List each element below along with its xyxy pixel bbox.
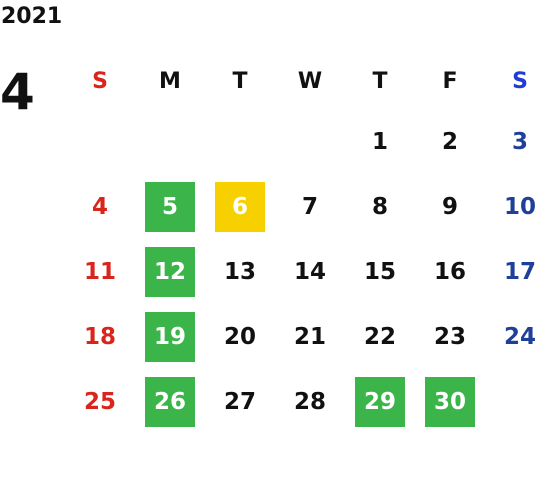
day-number: 21: [293, 323, 326, 350]
day-cell: 22: [345, 304, 415, 369]
day-cell: 15: [345, 239, 415, 304]
day-cell: 29: [345, 369, 415, 434]
day-number: 26: [145, 376, 195, 427]
weekday-header-tue: T: [232, 69, 248, 94]
day-cell: 19: [135, 304, 205, 369]
day-number: 14: [293, 258, 326, 285]
day-cell: 26: [135, 369, 205, 434]
day-cell: 30: [415, 369, 485, 434]
day-number: 24: [503, 323, 536, 350]
day-cell: 4: [65, 174, 135, 239]
weekday-header-thu: T: [372, 69, 388, 94]
day-number: 1: [371, 128, 388, 155]
weekday-header-wed: W: [297, 69, 323, 94]
day-cell: 2: [415, 109, 485, 174]
weekday-header-sat: S: [512, 69, 528, 94]
weekday-header-mon: M: [159, 69, 181, 94]
day-cell: 5: [135, 174, 205, 239]
day-cell: 6: [205, 174, 275, 239]
day-number: 3: [511, 128, 528, 155]
day-number: 11: [83, 258, 116, 285]
empty-cell: [135, 109, 205, 174]
day-number: 22: [363, 323, 396, 350]
day-number: 30: [425, 376, 475, 427]
day-number: 2: [441, 128, 458, 155]
day-number: 9: [441, 193, 458, 220]
day-number: 20: [223, 323, 256, 350]
day-number: 12: [145, 246, 195, 297]
day-cell: 20: [205, 304, 275, 369]
day-cell: 16: [415, 239, 485, 304]
empty-cell: [275, 109, 345, 174]
empty-cell: [205, 109, 275, 174]
empty-cell: [485, 369, 548, 434]
day-number: 25: [83, 388, 116, 415]
day-cell: 24: [485, 304, 548, 369]
day-number: 8: [371, 193, 388, 220]
year-label: 2021: [1, 4, 63, 29]
day-cell: 10: [485, 174, 548, 239]
day-number: 4: [91, 193, 108, 220]
day-number: 16: [433, 258, 466, 285]
day-number: 13: [223, 258, 256, 285]
day-cell: 7: [275, 174, 345, 239]
day-number: 23: [433, 323, 466, 350]
day-cell: 28: [275, 369, 345, 434]
day-cell: 23: [415, 304, 485, 369]
day-number: 7: [301, 193, 318, 220]
weekday-header-fri: F: [442, 69, 458, 94]
day-cell: 11: [65, 239, 135, 304]
empty-cell: [65, 109, 135, 174]
day-number: 19: [145, 311, 195, 362]
day-cell: 17: [485, 239, 548, 304]
day-number: 29: [355, 376, 405, 427]
day-cell: 18: [65, 304, 135, 369]
day-cell: 3: [485, 109, 548, 174]
day-cell: 21: [275, 304, 345, 369]
day-number: 6: [215, 181, 265, 232]
month-label: 4: [0, 63, 35, 121]
day-number: 15: [363, 258, 396, 285]
day-cell: 9: [415, 174, 485, 239]
day-cell: 25: [65, 369, 135, 434]
day-number: 28: [293, 388, 326, 415]
day-cell: 1: [345, 109, 415, 174]
day-number: 5: [145, 181, 195, 232]
day-cell: 12: [135, 239, 205, 304]
day-cell: 8: [345, 174, 415, 239]
day-number: 17: [503, 258, 536, 285]
day-cell: 13: [205, 239, 275, 304]
day-number: 18: [83, 323, 116, 350]
day-cell: 14: [275, 239, 345, 304]
day-cell: 27: [205, 369, 275, 434]
day-number: 10: [503, 193, 536, 220]
weekday-header-sun: S: [92, 69, 108, 94]
day-number: 27: [223, 388, 256, 415]
